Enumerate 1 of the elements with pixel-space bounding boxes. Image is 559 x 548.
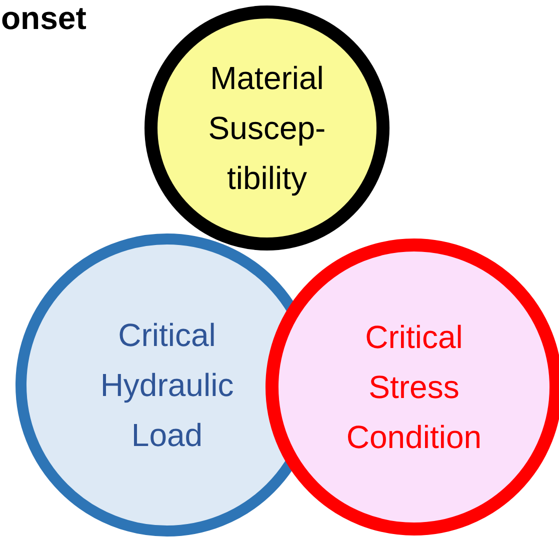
heading: onset [1, 0, 86, 37]
